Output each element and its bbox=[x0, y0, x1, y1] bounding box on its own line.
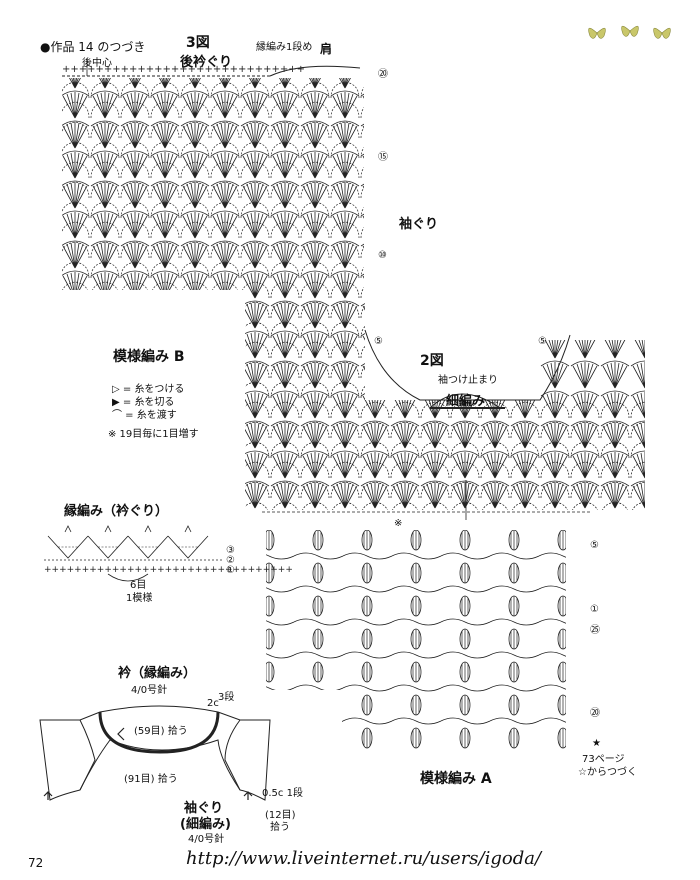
row-number: ⑳ bbox=[590, 708, 600, 719]
row-number: ① bbox=[226, 565, 235, 576]
row-number: ⑮ bbox=[378, 152, 388, 163]
fig2-number: 2図 bbox=[420, 353, 444, 369]
one-repeat-label: 1模様 bbox=[126, 593, 153, 604]
collar-width: 2c bbox=[207, 698, 219, 709]
row-number: ③ bbox=[226, 545, 235, 556]
see-page-label: 73ページ bbox=[582, 754, 625, 765]
pattern-a-label: 模様編み A bbox=[420, 771, 492, 787]
shoulder-label: 肩 bbox=[320, 42, 333, 56]
pattern-b-label: 模様編み B bbox=[113, 349, 185, 365]
fig3-number: 3図 bbox=[186, 35, 210, 51]
star-mark: ★ bbox=[592, 738, 601, 749]
collar-needle: 4/0号針 bbox=[131, 685, 168, 696]
armhole-pick-12: (12目) bbox=[265, 810, 296, 821]
row-number: ① bbox=[590, 604, 599, 615]
row-number: ⑤ bbox=[538, 336, 547, 347]
collar-title: 衿（縁編み） bbox=[118, 666, 197, 681]
sleeve-stop-label: 袖つけ止まり bbox=[438, 375, 498, 386]
asterisk-mark: ※ bbox=[394, 518, 403, 529]
svg-text:+++++++++++++++++++++++++++++: +++++++++++++++++++++++++++++ bbox=[62, 64, 305, 75]
armhole-schem-subtitle: (細編み) bbox=[180, 817, 231, 832]
armhole-schem-title: 袖ぐり bbox=[184, 801, 224, 816]
back-center-label: 後中心 bbox=[82, 58, 112, 69]
collar-rows: 3段 bbox=[218, 692, 235, 703]
row-number: ⑳ bbox=[378, 69, 388, 80]
fig3-title: 後衿ぐり bbox=[180, 55, 233, 70]
fig3-panel: +++++++++++++++++++++++++++++ bbox=[62, 58, 364, 290]
page-number: 72 bbox=[28, 856, 44, 870]
row-number: ② bbox=[226, 555, 235, 566]
edge-band: +++++++++++++++++++++++++++++++++ bbox=[44, 525, 293, 582]
edge-row1-label: 縁編み1段め bbox=[256, 42, 313, 53]
pattern-a-grid bbox=[266, 530, 566, 750]
edge-neck-label: 縁編み（衿ぐり） bbox=[64, 504, 169, 519]
butterflies-icon bbox=[582, 18, 682, 48]
row-number: ㉕ bbox=[590, 625, 600, 636]
legend-item: ⌒ = 糸を渡す bbox=[112, 410, 177, 421]
six-stitches-label: 6目 bbox=[130, 580, 147, 591]
source-url[interactable]: http://www.liveinternet.ru/users/igoda/ bbox=[186, 848, 542, 869]
collar-pick-59: (59目) 拾う bbox=[134, 726, 188, 737]
row-number: ⑤ bbox=[374, 336, 383, 347]
legend-item: ▶ = 糸を切る bbox=[112, 397, 175, 408]
armhole-rows: 0.5c 1段 bbox=[262, 788, 303, 799]
collar-pick-91: (91目) 拾う bbox=[124, 774, 178, 785]
armhole-pick-label: 拾う bbox=[270, 822, 290, 833]
fig2-panel bbox=[245, 290, 645, 520]
continuation-label: ●作品 14 のつづき bbox=[40, 40, 146, 54]
collar-schematic bbox=[39, 705, 271, 801]
armhole-label: 袖ぐり bbox=[399, 217, 439, 232]
continue-from-label: ☆からつづく bbox=[578, 767, 637, 778]
hosoami-label: 細編み bbox=[446, 394, 486, 409]
row-number: ⑩ bbox=[378, 250, 387, 261]
svg-text:++++++++++++++++++++++++++++++: +++++++++++++++++++++++++++++++++ bbox=[44, 565, 293, 575]
row-number: ⑤ bbox=[590, 540, 599, 551]
armhole-needle: 4/0号針 bbox=[188, 834, 225, 845]
legend-note: ※ 19目毎に1目増す bbox=[108, 429, 199, 440]
legend-item: ▷ = 糸をつける bbox=[112, 384, 185, 395]
